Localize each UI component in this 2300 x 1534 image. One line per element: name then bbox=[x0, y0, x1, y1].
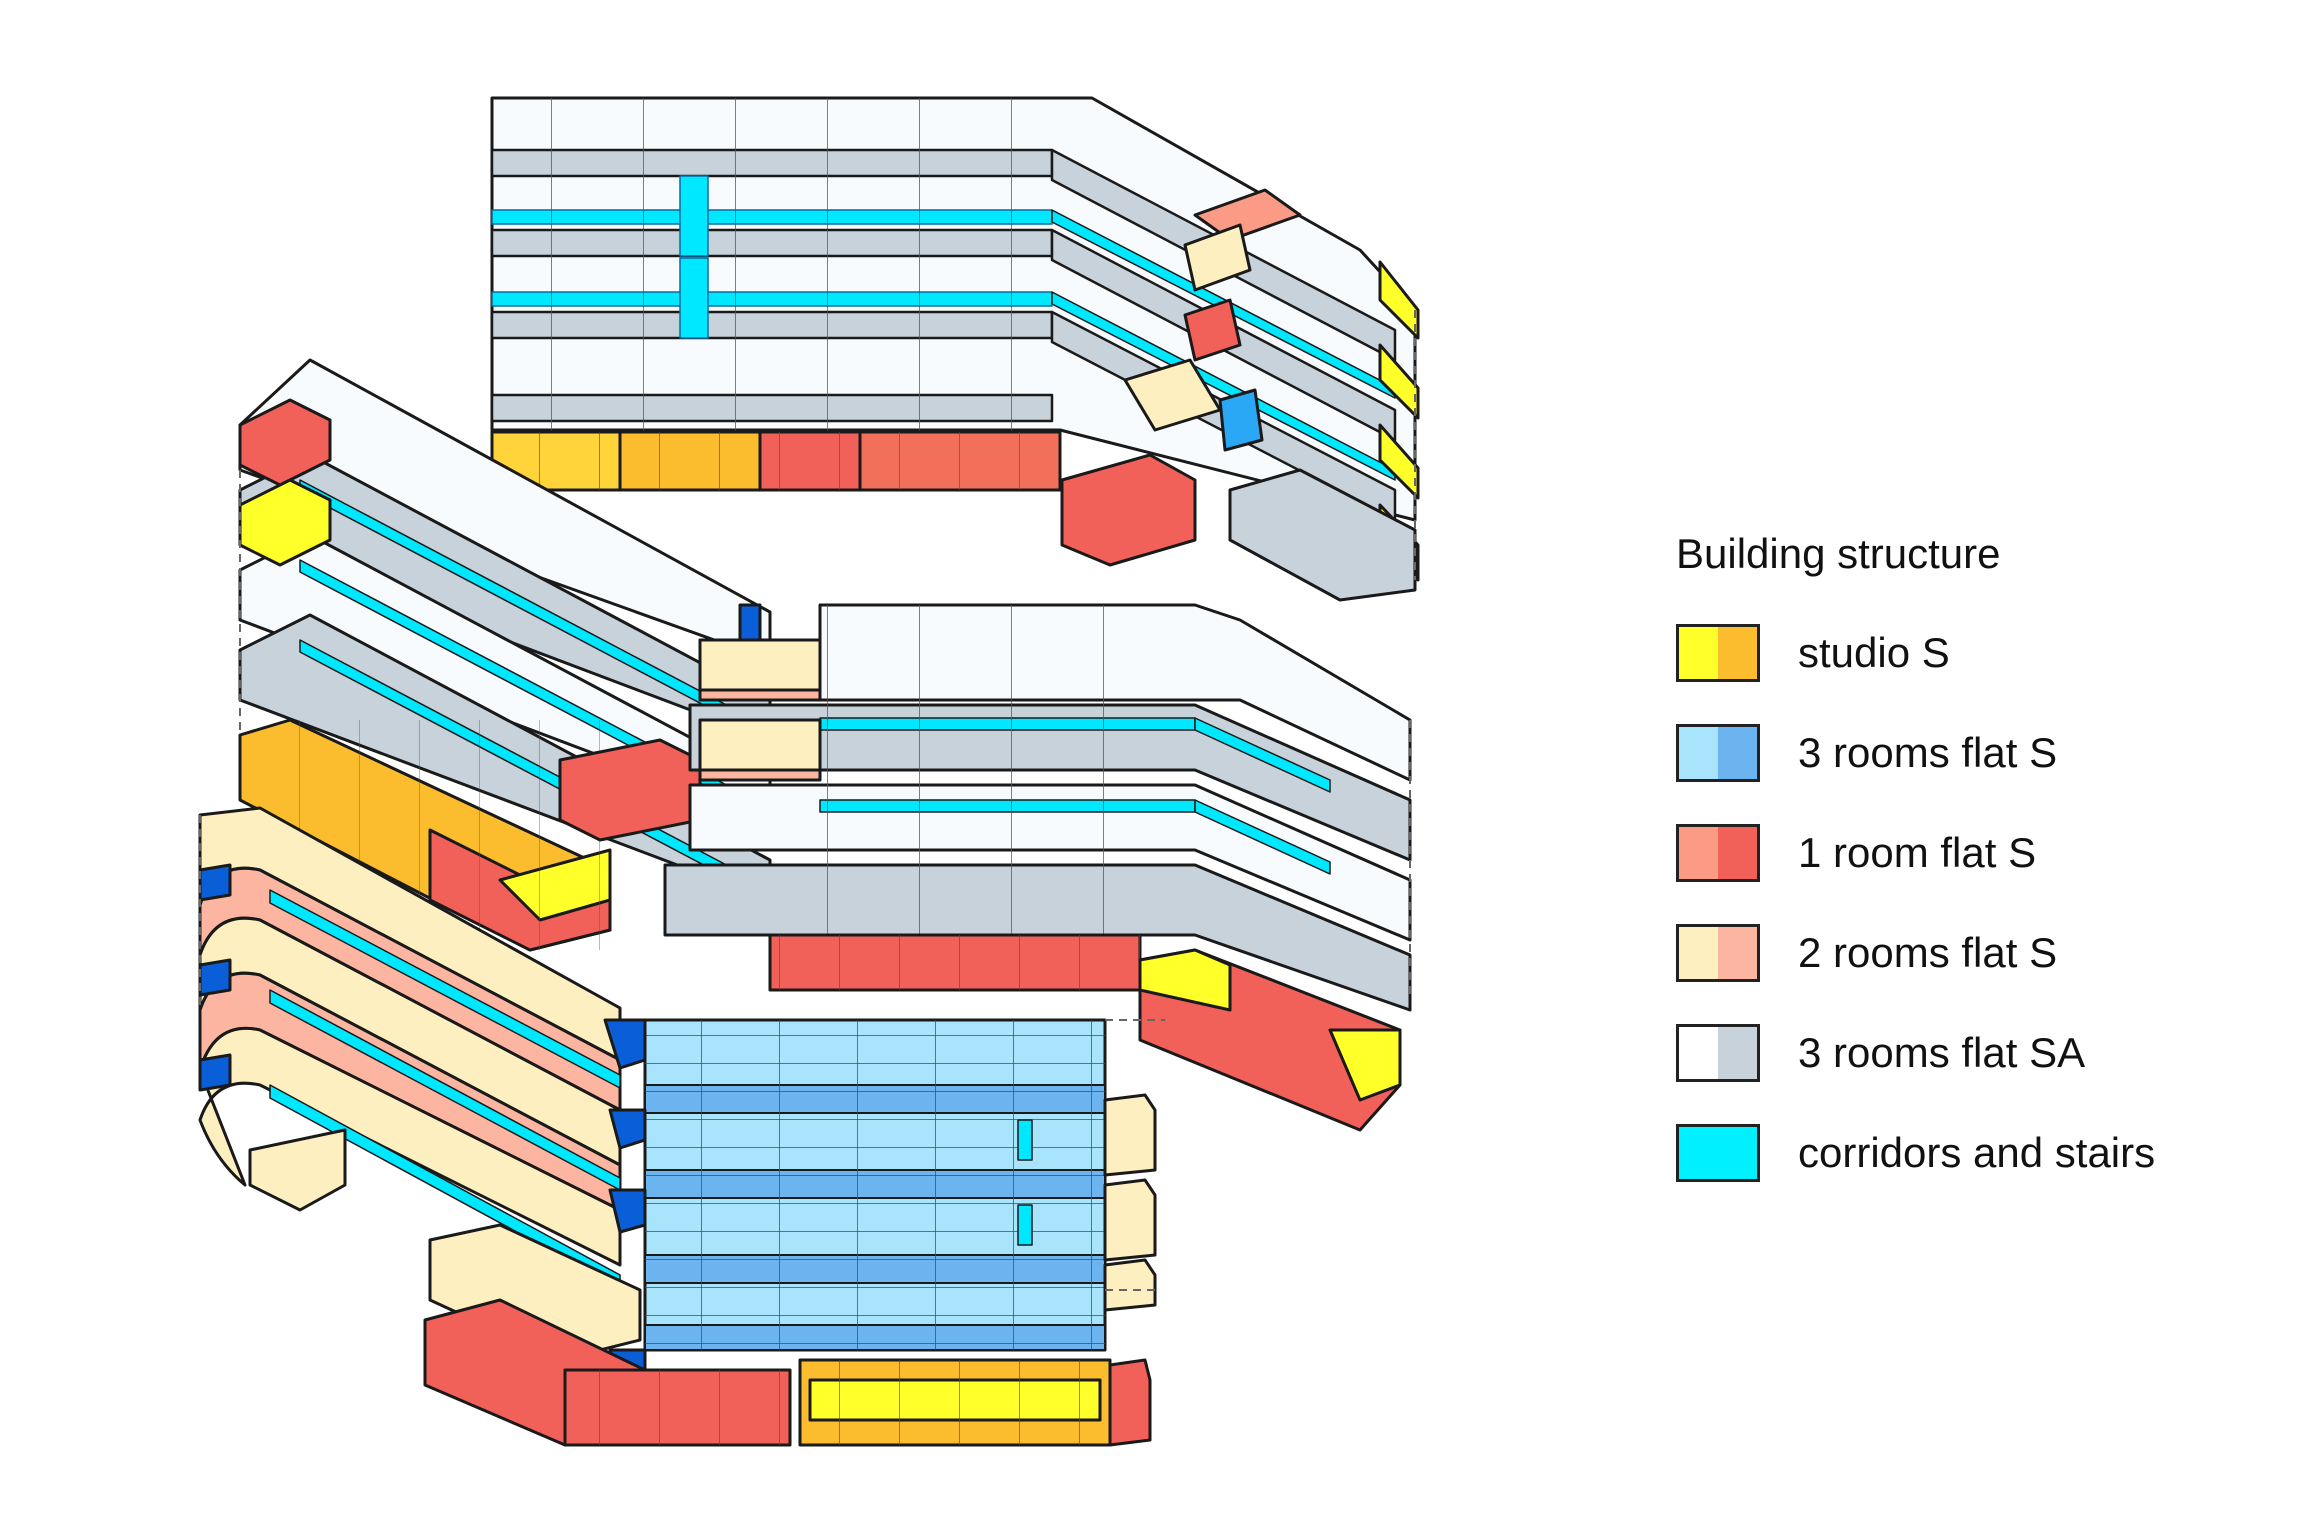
block-west bbox=[238, 358, 772, 952]
legend-title: Building structure bbox=[1676, 530, 2001, 577]
legend-label-corridors-and-stairs: corridors and stairs bbox=[1798, 1129, 2156, 1176]
legend-swatch-3-rooms-flat-sa bbox=[1676, 1024, 1760, 1082]
legend-label-3-rooms-flat-s: 3 rooms flat S bbox=[1798, 729, 2058, 776]
legend-swatch-corridors-and-stairs bbox=[1676, 1124, 1760, 1182]
dashed-guides bbox=[199, 310, 1416, 1291]
legend-item-corridors-and-stairs: corridors and stairs bbox=[1676, 1122, 2276, 1184]
legend-swatch-1-room-flat-s bbox=[1676, 824, 1760, 882]
legend-label-studio: studio S bbox=[1798, 629, 1950, 676]
block-east bbox=[663, 603, 1412, 1132]
legend-item-studio: studio S bbox=[1676, 622, 2276, 684]
block-north bbox=[490, 96, 1420, 602]
legend-label-3-rooms-flat-sa: 3 rooms flat SA bbox=[1798, 1029, 2086, 1076]
legend-label-1-room-flat-s: 1 room flat S bbox=[1798, 829, 2037, 876]
legend-swatch-3-rooms-flat-s bbox=[1676, 724, 1760, 782]
legend-item-3-rooms-flat-sa: 3 rooms flat SA bbox=[1676, 1022, 2276, 1084]
legend-item-1-room-flat-s: 1 room flat S bbox=[1676, 822, 2276, 884]
legend-swatch-studio bbox=[1676, 624, 1760, 682]
legend-item-3-rooms-flat-s: 3 rooms flat S bbox=[1676, 722, 2276, 784]
legend-swatch-2-rooms-flat-s bbox=[1676, 924, 1760, 982]
legend: Building structure studio S 3 rooms flat… bbox=[1676, 530, 2276, 1222]
legend-label-2-rooms-flat-s: 2 rooms flat S bbox=[1798, 929, 2058, 976]
legend-item-2-rooms-flat-s: 2 rooms flat S bbox=[1676, 922, 2276, 984]
block-south bbox=[198, 806, 1157, 1447]
